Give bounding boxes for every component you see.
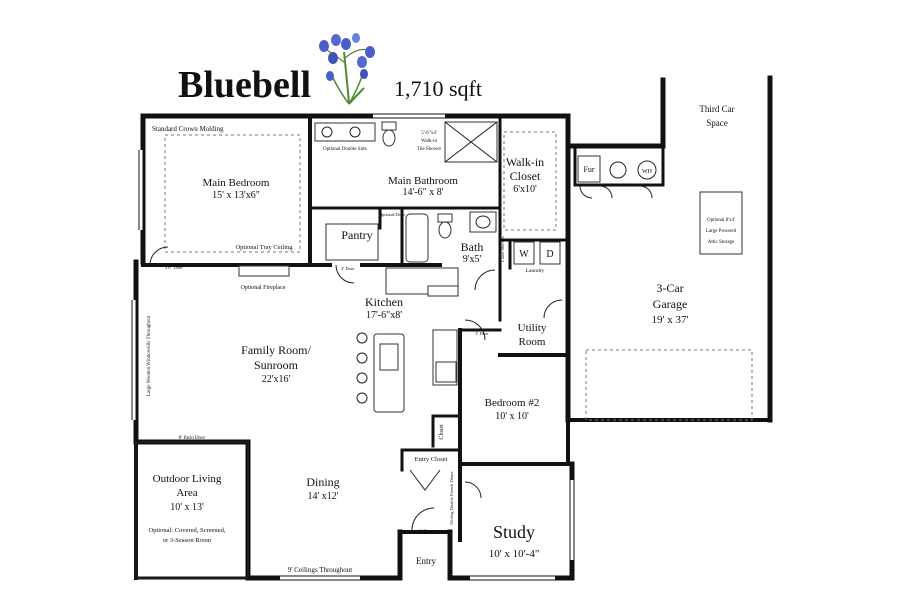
laundry-note: Laundry [526, 268, 545, 274]
main-bathroom-label: Main Bathroom [388, 175, 458, 187]
main-bedroom-label: Main Bedroom [203, 177, 270, 189]
utility-room-label-1: Utility [518, 322, 547, 334]
tray-ceiling-note: Optional Tray Ceiling [235, 244, 293, 251]
third-car-label-2: Space [706, 118, 728, 128]
exterior-walls [133, 75, 773, 581]
main-bathroom-size: 14'-6" x 8' [402, 187, 443, 198]
ceilings-note: 9' Ceilings Throughout [288, 566, 353, 574]
garage-size: 19' x 37' [652, 314, 689, 326]
garage-label-2: Garage [653, 297, 688, 311]
kitchen-door-note: 2' Door [341, 266, 355, 271]
pocket-door-note: Optional Door [379, 212, 406, 217]
patio-door-note: 8' Patio Door [179, 436, 206, 441]
bath-label: Bath [461, 240, 484, 254]
crown-molding-note: Standard Crown Molding [152, 125, 224, 133]
bluebell-flower-icon [319, 33, 375, 105]
sliding-doors-note: Sliding Double French Doors [449, 471, 454, 524]
attic-note-1: Optional 8'x4' [707, 218, 735, 223]
walk-in-closet-size: 6'x10' [513, 184, 537, 195]
dining-label: Dining [306, 475, 339, 489]
family-room-label-2: Sunroom [254, 358, 299, 372]
attic-note-3: Attic Storage [708, 240, 735, 245]
windows [131, 113, 575, 581]
bedroom-door-note: 2'6" Door [165, 265, 183, 270]
water-heater-label: WH [642, 169, 653, 175]
plan-title: Bluebell [178, 64, 311, 106]
shower-note-2: Walk-in [421, 139, 437, 144]
outdoor-living-label-1: Outdoor Living [153, 473, 222, 485]
bath-size: 9'x5' [463, 254, 482, 265]
dining-size: 14' x12' [307, 491, 338, 502]
utility-room-label-2: Room [519, 336, 546, 348]
walk-in-closet-label-2: Closet [510, 169, 541, 183]
plan-area: 1,710 sqft [394, 76, 482, 101]
double-sink-note: Optional Double Sink [323, 147, 367, 152]
third-car-label-1: Third Car [699, 104, 734, 114]
linen-shelves-note: Linen Shelves [500, 236, 505, 262]
utility-door-note: 3' Door [475, 331, 489, 336]
furnace-label: Fur [583, 165, 594, 174]
attic-note-2: Large Powered [706, 229, 737, 234]
entry-label: Entry [416, 556, 436, 566]
garage-label-1: 3-Car [656, 281, 683, 295]
entry-door-note: 3' Door [419, 530, 434, 535]
bedroom-2-label: Bedroom #2 [485, 397, 540, 409]
study-label: Study [493, 522, 535, 542]
closet-label: Closet [439, 424, 445, 440]
main-bedroom-size: 15' x 13'x6" [212, 190, 260, 201]
fixtures [135, 121, 753, 579]
outdoor-living-note-2: or 3-Season Room [163, 537, 211, 544]
family-room-label-1: Family Room/ [241, 343, 311, 357]
windowsills-note: Large Wooden Windowsills Throughout [147, 315, 152, 396]
kitchen-size: 17'-6"x8' [366, 310, 402, 321]
study-size: 10' x 10'-4" [489, 548, 540, 560]
kitchen-label: Kitchen [365, 295, 403, 309]
family-room-size: 22'x16' [262, 374, 291, 385]
interior-walls [141, 116, 665, 542]
doors [149, 185, 653, 531]
outdoor-living-label-2: Area [176, 487, 197, 499]
entry-closet-label: Entry Closet [415, 456, 448, 463]
outdoor-living-size: 10' x 13' [170, 502, 204, 513]
shower-note-1: 5'-6"x4' [421, 131, 437, 136]
bedroom-2-size: 10' x 10' [495, 411, 529, 422]
fireplace-note: Optional Fireplace [241, 285, 286, 291]
walk-in-closet-label-1: Walk-in [506, 155, 544, 169]
shower-note-3: Tile Shower [417, 147, 442, 152]
dryer-label: D [546, 249, 553, 260]
outdoor-living-note-1: Optional: Covered, Screened, [149, 527, 226, 534]
pantry-label: Pantry [341, 228, 372, 242]
washer-label: W [519, 249, 529, 260]
